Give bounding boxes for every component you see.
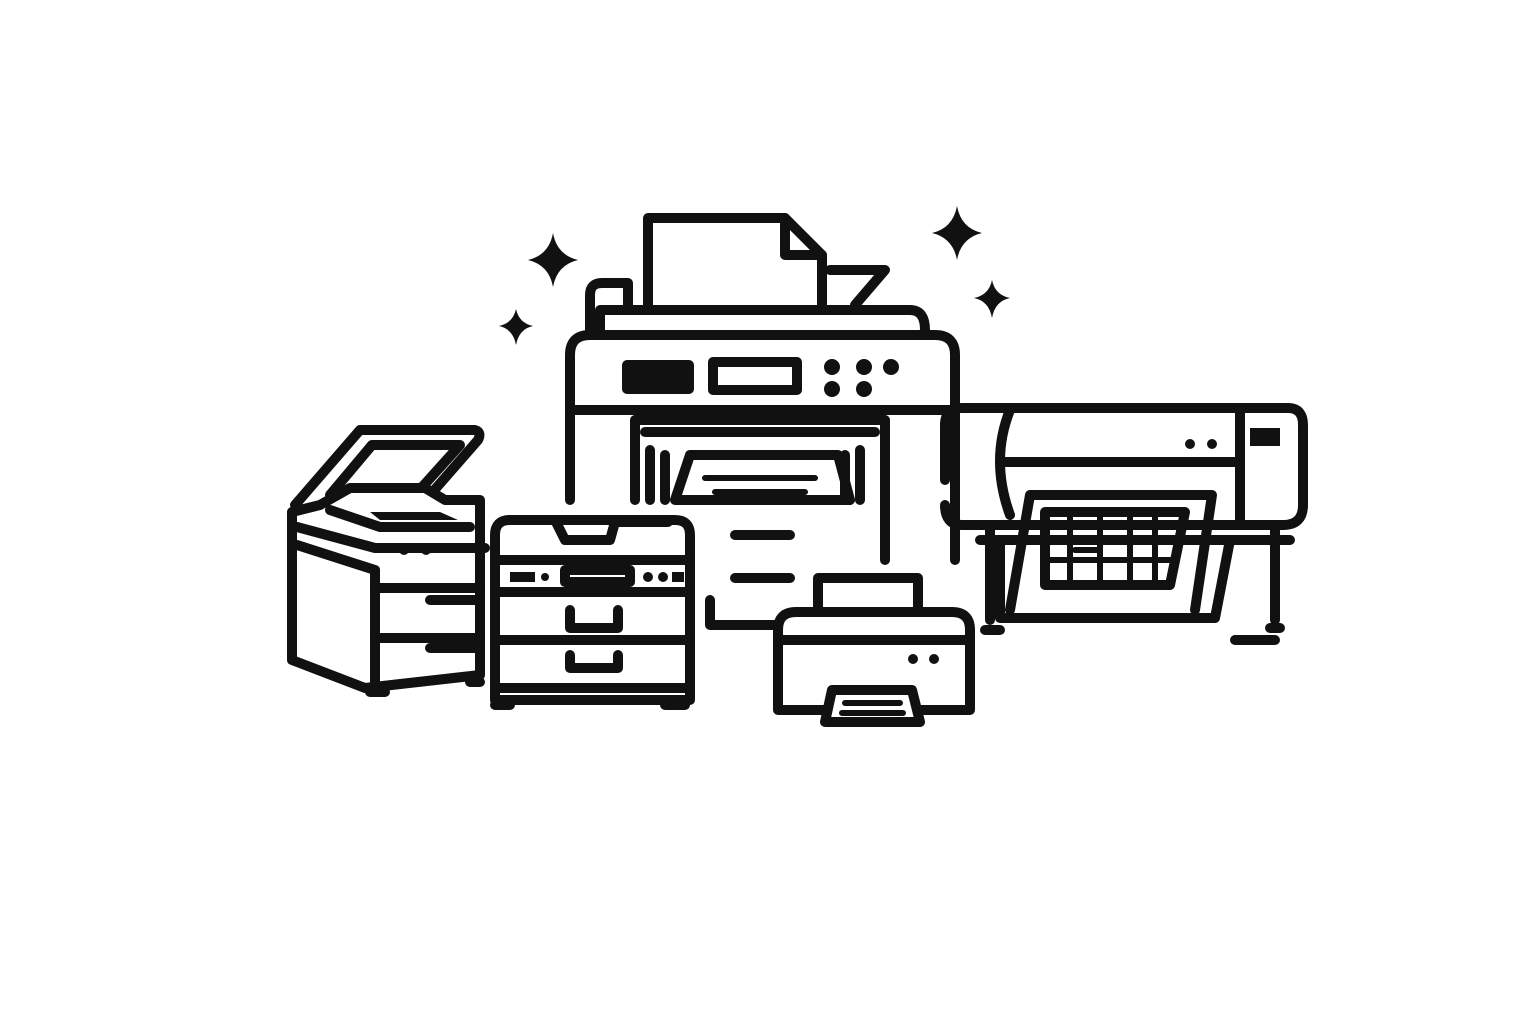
desktop-printer-icon bbox=[773, 573, 975, 727]
large-format-plotter-icon bbox=[940, 403, 1308, 645]
multifunction-printer-icon bbox=[490, 515, 695, 710]
copier-icon bbox=[287, 425, 490, 697]
sparkle-icon bbox=[499, 206, 1010, 345]
inkjet-printer-icon bbox=[565, 213, 960, 630]
